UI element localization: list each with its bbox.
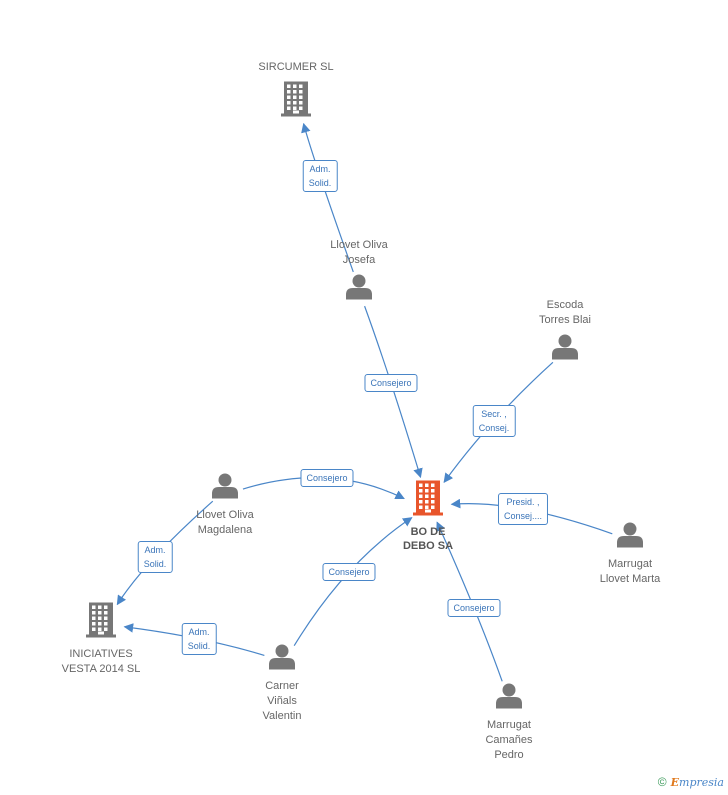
edge-label-line: Consej.	[478, 423, 510, 433]
edge-label-line: Adm.	[188, 627, 210, 637]
edge-label[interactable]: Presid. , Consej....	[497, 493, 549, 525]
node-label-line: Marrugat	[486, 719, 532, 731]
node-label-line: DEBO SA	[402, 540, 454, 552]
edge-label-line: Solid.	[308, 178, 332, 188]
edge-label-line: Adm.	[144, 545, 166, 555]
node-label-line: Valentin	[262, 710, 302, 722]
edge-label-line: Consej....	[503, 511, 543, 521]
edge-label[interactable]: Consejero	[300, 469, 354, 487]
node-label-iniciatives[interactable]: INICIATIVES VESTA 2014 SL	[62, 647, 141, 677]
edge-label[interactable]: Adm. Solid.	[181, 623, 217, 655]
node-label-line: Pedro	[494, 749, 524, 761]
brand-logo: Empresia	[671, 776, 724, 789]
brand-initial: E	[670, 776, 680, 789]
node-label-line: Marrugat	[607, 558, 653, 570]
node-label-line: Torres Blai	[539, 314, 591, 326]
copyright-symbol: ©	[657, 775, 667, 789]
node-label-line: Magdalena	[197, 524, 253, 536]
edge-label-line: Consejero	[370, 378, 412, 388]
node-label-line: Escoda	[546, 299, 584, 311]
building-icon[interactable]	[280, 81, 312, 122]
node-label-bodebo[interactable]: BO DE DEBO SA	[403, 525, 453, 553]
edge-label[interactable]: Consejero	[364, 374, 418, 392]
building-icon[interactable]	[85, 602, 117, 643]
edge-label-line: Presid. ,	[506, 497, 540, 507]
node-label-line: Llovet Marta	[599, 573, 661, 585]
person-icon[interactable]	[267, 644, 297, 675]
edge-label-line: Consejero	[328, 567, 370, 577]
edge-label-line: Solid.	[143, 559, 167, 569]
edge-label-line: Secr. ,	[481, 409, 507, 419]
person-icon[interactable]	[550, 334, 580, 365]
edge-label[interactable]: Adm. Solid.	[137, 541, 173, 573]
person-icon[interactable]	[210, 473, 240, 504]
building-icon-main[interactable]	[412, 480, 444, 521]
edge-label-line: Consejero	[306, 473, 348, 483]
node-label-line: VESTA 2014 SL	[61, 663, 141, 675]
brand-rest: mpresia	[679, 776, 724, 789]
edge-label-line: Solid.	[187, 641, 211, 651]
node-label-line: Viñals	[267, 695, 297, 707]
node-label-line: Llovet Oliva	[330, 239, 388, 251]
person-icon[interactable]	[615, 522, 645, 553]
node-label-line: SIRCUMER SL	[258, 61, 334, 73]
edge-label[interactable]: Secr. , Consej.	[472, 405, 516, 437]
node-label-line: Camañes	[485, 734, 533, 746]
node-label-line: INICIATIVES	[69, 648, 133, 660]
edge-valentin-bodebo	[293, 517, 413, 647]
edge-label[interactable]: Consejero	[322, 563, 376, 581]
edge-label-line: Consejero	[453, 603, 495, 613]
person-icon[interactable]	[494, 683, 524, 714]
node-label-line: Carner	[265, 680, 299, 692]
edge-label[interactable]: Consejero	[447, 599, 501, 617]
node-label-line: Llovet Oliva	[196, 509, 254, 521]
node-label-line: BO DE	[410, 526, 446, 538]
edge-label-line: Adm.	[309, 164, 331, 174]
edges-layer	[116, 122, 613, 682]
node-label-line: Josefa	[342, 254, 376, 266]
person-icon[interactable]	[344, 274, 374, 305]
edge-label[interactable]: Adm. Solid.	[302, 160, 338, 192]
node-label-sircumer[interactable]: SIRCUMER SL	[258, 60, 333, 75]
footer-brand[interactable]: ©Empresia	[658, 775, 724, 789]
